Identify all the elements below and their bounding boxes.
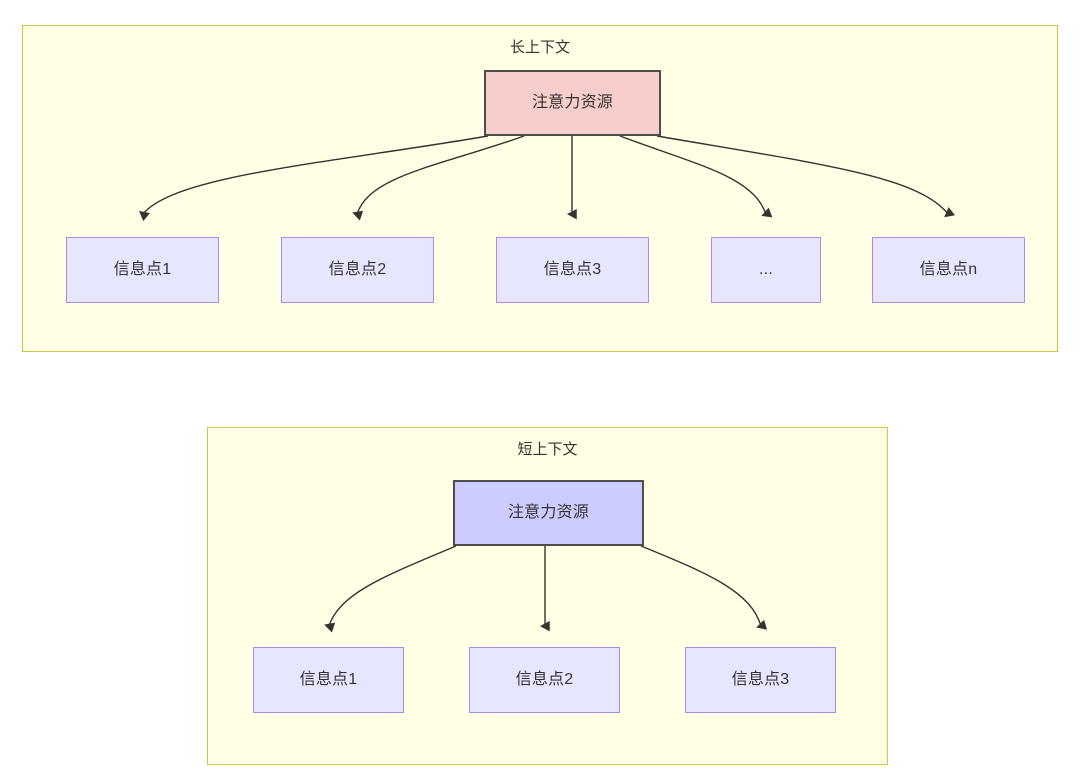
- node-info-point-3[interactable]: 信息点3: [496, 237, 649, 303]
- node-attention-resource-long[interactable]: 注意力资源: [484, 70, 661, 136]
- group-title-long-context: 长上下文: [509, 39, 570, 56]
- node-info-point-1[interactable]: 信息点1: [66, 237, 219, 303]
- node-info-point-n[interactable]: 信息点n: [872, 237, 1025, 303]
- node-info-point-ellipsis[interactable]: ...: [711, 237, 821, 303]
- node-short-info-point-2[interactable]: 信息点2: [469, 647, 620, 713]
- node-short-info-point-3[interactable]: 信息点3: [685, 647, 836, 713]
- group-title-short-context: 短上下文: [517, 441, 578, 458]
- node-short-info-point-1[interactable]: 信息点1: [253, 647, 404, 713]
- node-attention-resource-short[interactable]: 注意力资源: [453, 480, 644, 546]
- group-short-context: 短上下文: [207, 427, 888, 765]
- node-info-point-2[interactable]: 信息点2: [281, 237, 434, 303]
